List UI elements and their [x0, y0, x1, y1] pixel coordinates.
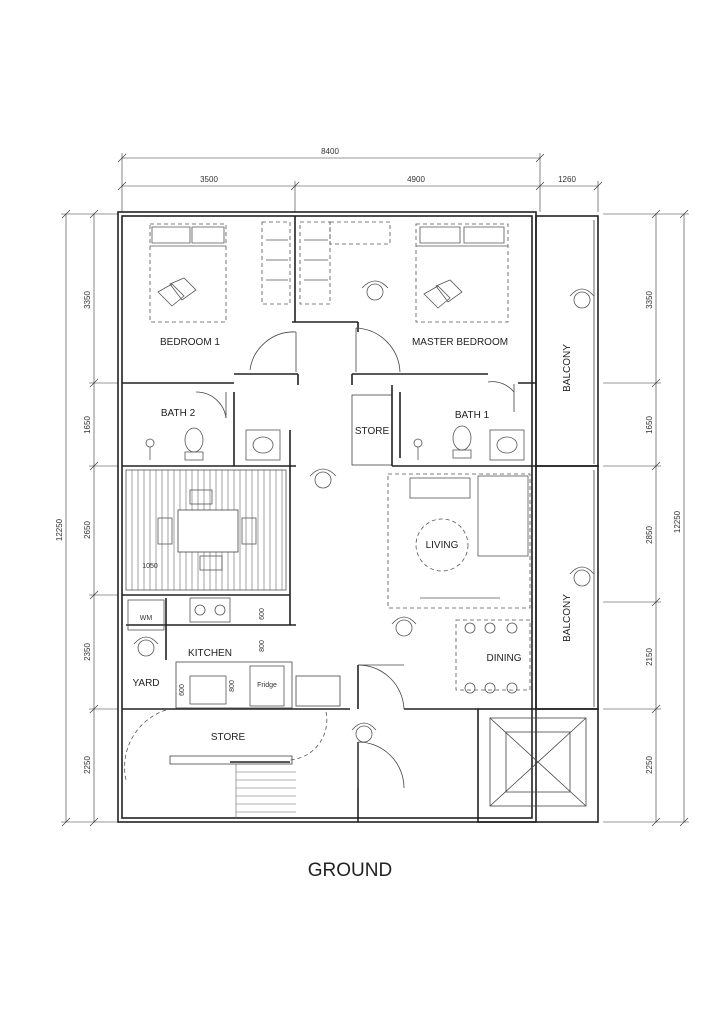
- dim-right-seg-5: 2250: [645, 756, 654, 774]
- dim-left-total: 12250: [55, 518, 64, 541]
- label-wm: WM: [140, 615, 153, 622]
- label-balcony-upper: BALCONY: [562, 344, 573, 392]
- dim-left-seg-5: 2250: [83, 756, 92, 774]
- dim-left-seg-1: 3350: [83, 291, 92, 309]
- label-bath-2: BATH 2: [161, 408, 196, 419]
- label-bath-1: BATH 1: [455, 410, 490, 421]
- label-store-upper: STORE: [355, 426, 390, 437]
- outer-walls: [117, 211, 599, 823]
- dim-interior-1050: 1050: [142, 563, 158, 570]
- label-store-lower: STORE: [211, 732, 246, 743]
- dim-interior-600b: 600: [179, 684, 186, 696]
- dim-top-seg-1: 3500: [200, 175, 218, 184]
- dim-interior-800a: 800: [259, 640, 266, 652]
- dim-interior-800b: 800: [229, 680, 236, 692]
- dim-top-seg-2: 4900: [407, 175, 425, 184]
- dim-right-seg-2: 1650: [645, 416, 654, 434]
- label-yard: YARD: [132, 678, 159, 689]
- plan-title: GROUND: [308, 860, 392, 881]
- label-bedroom-1: BEDROOM 1: [160, 337, 220, 348]
- label-kitchen: KITCHEN: [188, 648, 232, 659]
- doors: [124, 327, 515, 789]
- label-master-bedroom: MASTER BEDROOM: [412, 337, 508, 348]
- label-fridge: Fridge: [257, 682, 277, 689]
- dimension-lines: [61, 153, 689, 827]
- dim-right-total: 12250: [673, 510, 682, 533]
- stair-treads: [235, 764, 296, 818]
- dim-left-seg-4: 2350: [83, 643, 92, 661]
- label-dining: DINING: [487, 653, 522, 664]
- dim-right-seg-3: 2850: [645, 526, 654, 544]
- dim-right-seg-4: 2150: [645, 648, 654, 666]
- dim-top-total: 8400: [321, 147, 339, 156]
- dim-left-seg-2: 1650: [83, 416, 92, 434]
- dim-right-seg-1: 3350: [645, 291, 654, 309]
- label-balcony-lower: BALCONY: [562, 594, 573, 642]
- furniture: [125, 221, 595, 818]
- label-living: LIVING: [426, 540, 459, 551]
- interior-walls: [122, 216, 536, 822]
- dim-interior-600a: 600: [259, 608, 266, 620]
- dim-top-seg-3: 1260: [558, 175, 576, 184]
- dim-left-seg-3: 2650: [83, 521, 92, 539]
